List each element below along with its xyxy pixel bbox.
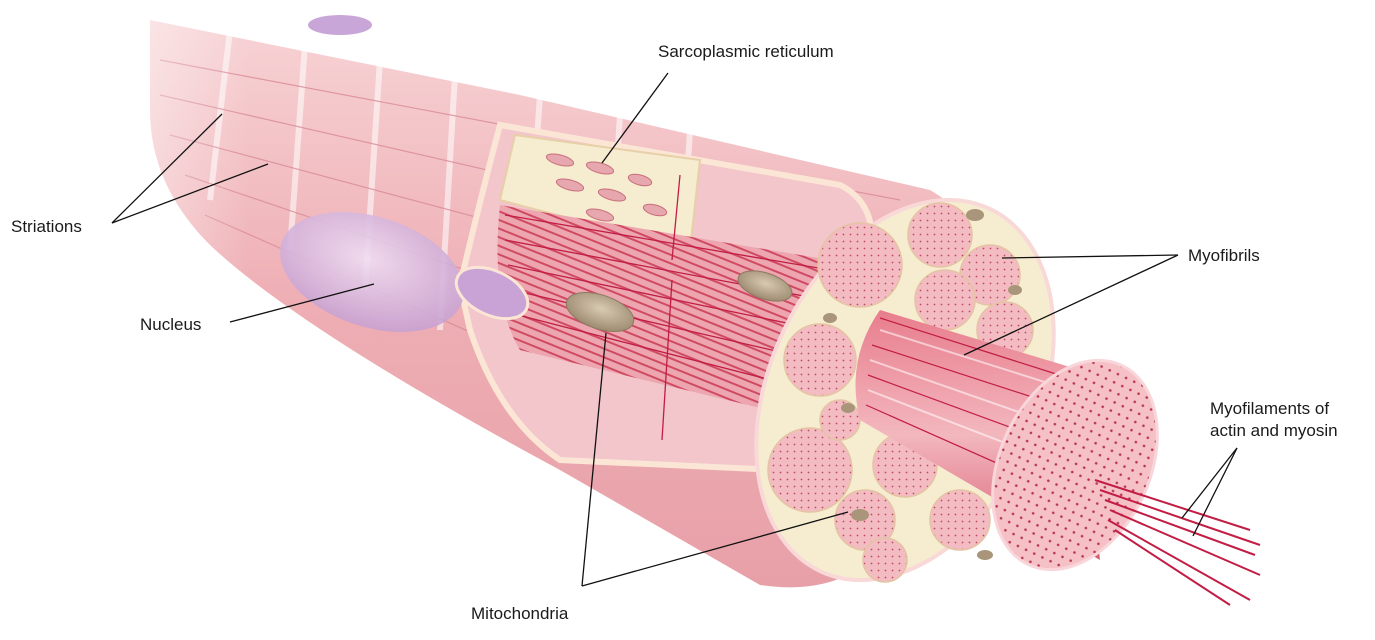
label-striations: Striations: [11, 216, 82, 237]
label-myofibrils: Myofibrils: [1188, 245, 1260, 266]
leader-myofilaments-1: [1182, 448, 1237, 518]
label-mitochondria: Mitochondria: [471, 603, 568, 624]
label-sarcoplasmic-reticulum: Sarcoplasmic reticulum: [658, 41, 834, 62]
label-myofilaments-line2: actin and myosin: [1210, 420, 1338, 441]
label-nucleus: Nucleus: [140, 314, 201, 335]
label-myofilaments-line1: Myofilaments of: [1210, 398, 1329, 419]
surface-nucleus: [308, 15, 372, 35]
